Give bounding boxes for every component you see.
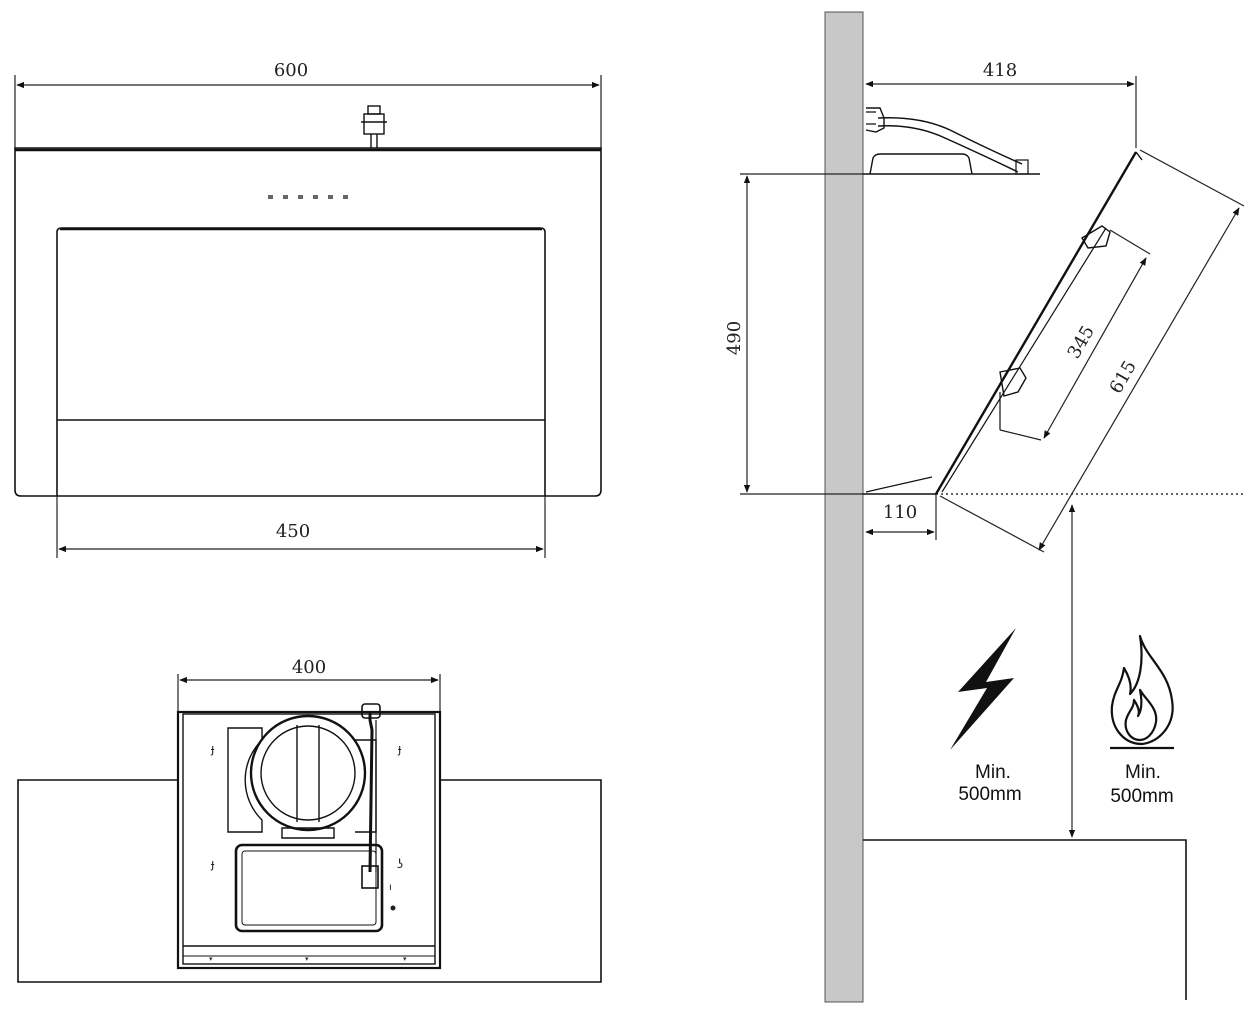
- side-height-label: 490: [724, 321, 745, 355]
- control-buttons: [268, 195, 348, 199]
- panel-length-label: 615: [1106, 357, 1141, 397]
- side-depth-label: 418: [983, 60, 1017, 81]
- front-inner-width-label: 450: [276, 521, 310, 542]
- wall: [824, 11, 864, 1003]
- lightning-bolt-icon: [950, 628, 1016, 750]
- svg-text:▾: ▾: [305, 955, 309, 963]
- svg-text:ʖ: ʖ: [397, 857, 403, 871]
- electric-clearance-label: Min.: [975, 762, 1011, 783]
- top-view: 400 ▾ ▾ ▾ ɟ ɟ ɟ ʖ ı: [17, 657, 602, 983]
- gas-clearance-value: 500mm: [1110, 786, 1173, 807]
- panel-inner-length-label: 345: [1064, 322, 1099, 362]
- gas-clearance-label: Min.: [1125, 762, 1161, 783]
- plug-icon: [361, 105, 387, 148]
- svg-text:ɟ: ɟ: [210, 857, 215, 871]
- svg-text:▾: ▾: [403, 955, 407, 963]
- side-view: 418 490 345: [724, 11, 1245, 1003]
- svg-text:▾: ▾: [209, 955, 213, 963]
- flame-icon: [1110, 634, 1174, 750]
- svg-text:ı: ı: [389, 882, 392, 893]
- svg-text:ɟ: ɟ: [210, 742, 215, 756]
- svg-text:ɟ: ɟ: [397, 742, 402, 756]
- top-width-label: 400: [292, 657, 326, 678]
- front-width-label: 600: [274, 60, 308, 81]
- front-view: 600 450: [14, 60, 602, 558]
- side-offset-label: 110: [883, 502, 917, 523]
- electric-clearance-value: 500mm: [958, 784, 1021, 805]
